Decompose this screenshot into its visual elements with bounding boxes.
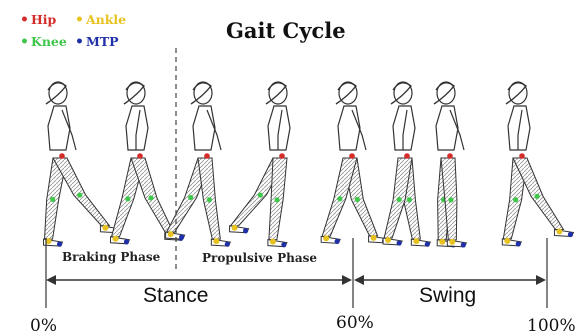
knee-marker [207, 197, 212, 202]
mtp-marker [225, 242, 230, 247]
mtp-marker [397, 240, 402, 245]
mtp-marker [57, 242, 62, 247]
ankle-marker [504, 238, 510, 244]
hip-marker [59, 153, 65, 159]
mtp-marker [243, 228, 248, 233]
ankle-marker [323, 235, 329, 241]
knee-marker [188, 195, 193, 200]
ankle-marker [439, 239, 445, 245]
torso [338, 106, 360, 150]
hip-marker [404, 153, 410, 159]
ankle-marker [556, 229, 562, 235]
ankle-marker [102, 225, 108, 231]
walking-figure [230, 82, 290, 247]
knee-marker [534, 194, 539, 199]
walking-figure [166, 82, 231, 247]
walking-figure [502, 82, 573, 246]
ankle-marker [270, 239, 276, 245]
hip-marker [447, 153, 453, 159]
tick-label-0: 0% [30, 316, 57, 336]
mtp-marker [568, 232, 573, 237]
knee-marker [407, 197, 412, 202]
ankle-marker [112, 236, 118, 242]
knee-marker [274, 197, 279, 202]
knee-marker [397, 197, 402, 202]
knee-marker [513, 197, 518, 202]
tick-label-60: 60% [336, 313, 374, 333]
mtp-marker [179, 235, 184, 240]
knee-marker [258, 192, 263, 197]
torso [48, 106, 70, 150]
ankle-marker [232, 225, 238, 231]
ankle-marker [413, 238, 419, 244]
front-leg [53, 158, 109, 226]
tick-label-100: 100% [527, 316, 576, 336]
knee-marker [77, 192, 82, 197]
knee-marker [148, 195, 153, 200]
walking-figure [434, 82, 466, 247]
propulsive-phase-label: Propulsive Phase [202, 251, 317, 265]
hip-marker [279, 153, 285, 159]
knee-marker [448, 197, 453, 202]
braking-phase-label: Braking Phase [62, 250, 160, 264]
mtp-marker [425, 242, 430, 247]
walking-figure [321, 82, 387, 244]
swing-label: Swing [419, 284, 476, 308]
front-leg [131, 158, 174, 233]
torso [436, 106, 458, 150]
ankle-marker [385, 237, 391, 243]
mtp-marker [461, 242, 466, 247]
mtp-marker [124, 239, 129, 244]
walking-figure [383, 82, 430, 247]
mtp-marker [516, 241, 521, 246]
walking-figure [44, 82, 120, 247]
knee-marker [50, 197, 55, 202]
mtp-marker [281, 242, 286, 247]
ankle-marker [449, 239, 455, 245]
knee-marker [355, 197, 360, 202]
hip-marker [519, 153, 525, 159]
torso [193, 106, 215, 150]
mtp-marker [335, 239, 340, 244]
ankle-marker [213, 238, 219, 244]
stance-label: Stance [143, 284, 208, 308]
ankle-marker [168, 231, 174, 237]
knee-marker [337, 196, 342, 201]
hip-marker [137, 153, 143, 159]
hip-marker [349, 153, 355, 159]
ankle-marker [371, 235, 377, 241]
knee-marker [125, 196, 130, 201]
hip-marker [204, 153, 210, 159]
